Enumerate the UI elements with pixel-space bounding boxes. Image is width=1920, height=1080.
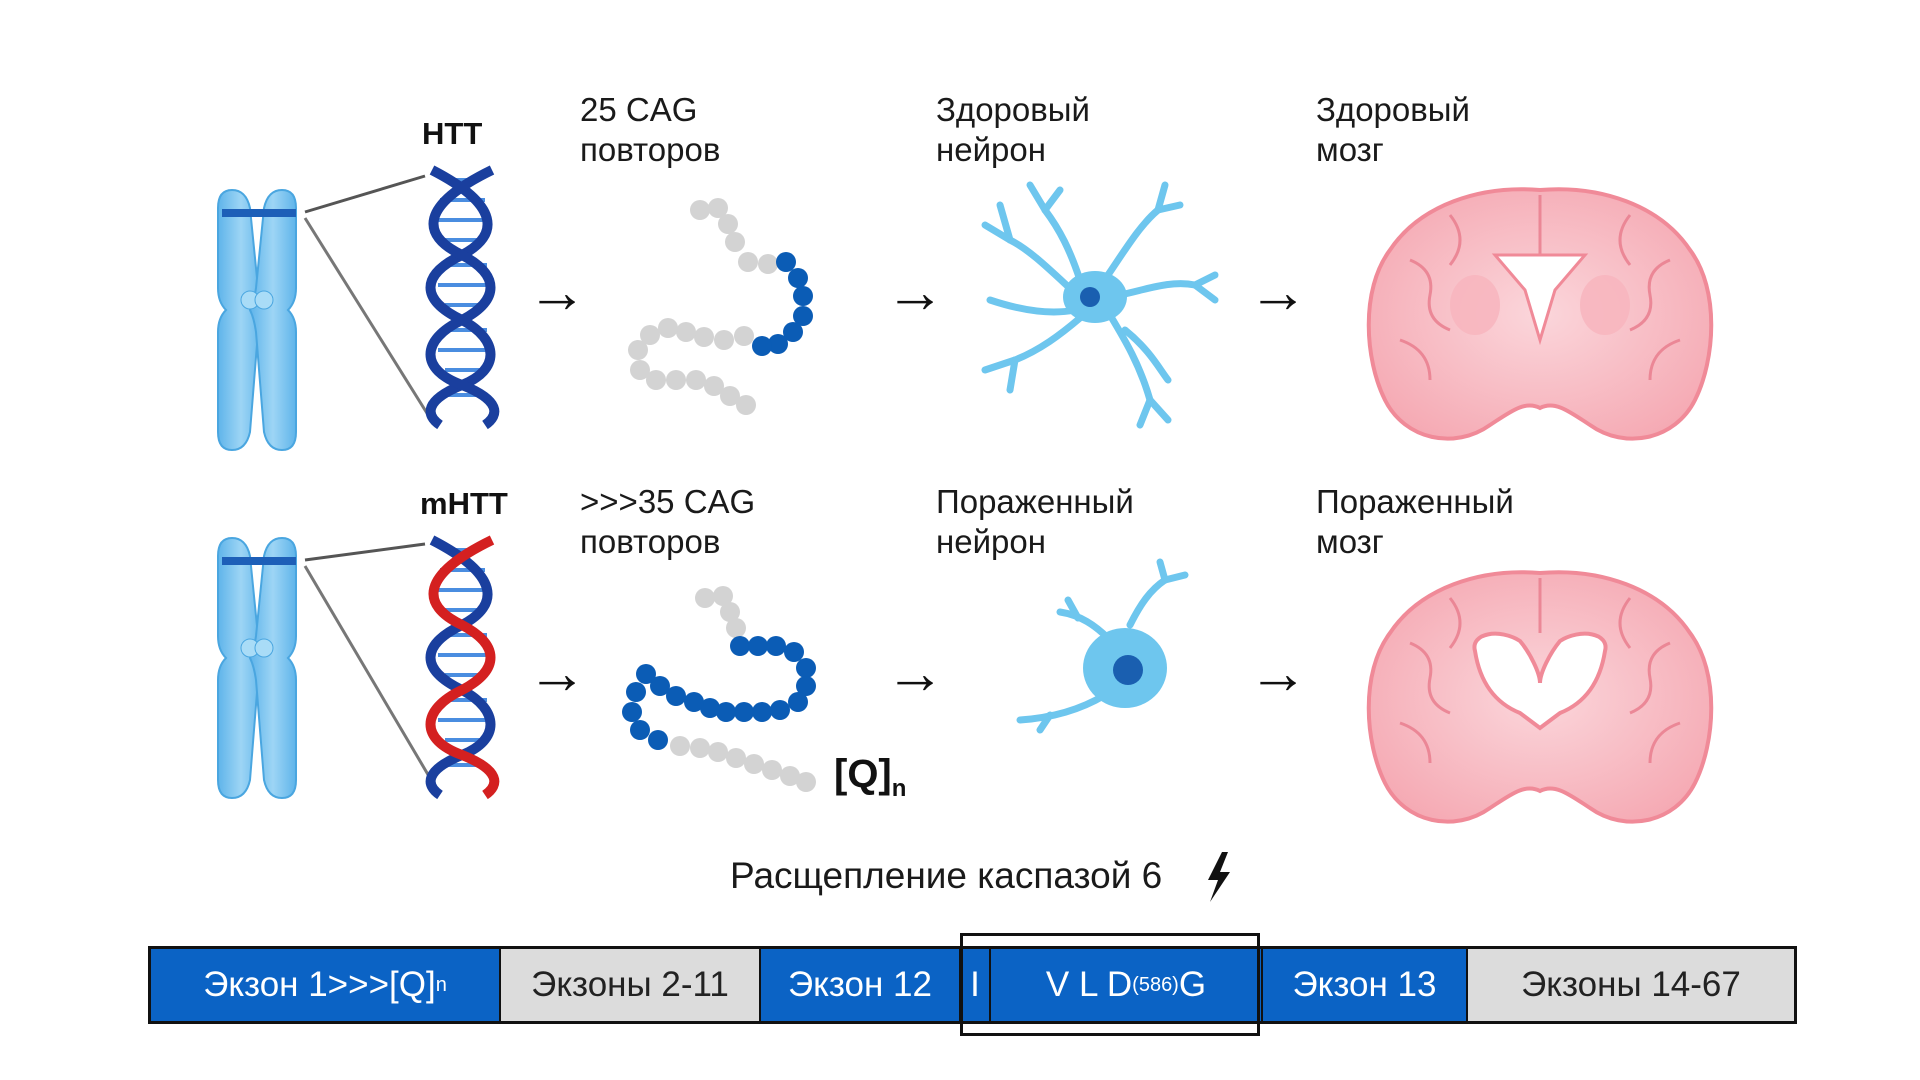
neuron-label-damaged: Пораженный нейрон	[936, 483, 1134, 560]
arrow-row1-1: →	[527, 258, 587, 325]
segment-exons-14-67: Экзоны 14-67	[1468, 949, 1794, 1021]
cleavage-site-highlight	[960, 933, 1260, 1036]
segment-divider: I	[961, 949, 991, 1021]
polyq-label: [Q]n	[834, 752, 907, 802]
arrow-row2-3: →	[1248, 639, 1308, 706]
arrow-row1-3: →	[1248, 258, 1308, 325]
repeats-label-mutant: >>>35 CAG повторов	[580, 483, 756, 560]
dna-helix-icon-bottom	[425, 535, 500, 800]
chromosome-icon-top	[217, 174, 432, 452]
segment-exon-12: Экзон 12	[761, 949, 961, 1021]
brain-icon-healthy	[1366, 187, 1714, 441]
brain-label-healthy: Здоровый мозг	[1316, 91, 1470, 168]
lightning-icon	[1208, 852, 1230, 902]
brain-icon-damaged	[1366, 570, 1714, 824]
repeats-label-healthy: 25 CAG повторов	[580, 91, 721, 168]
caspase-label: Расщепление каспазой 6	[730, 855, 1163, 896]
gene-label-mhtt: mHTT	[420, 486, 508, 521]
neuron-icon-damaged	[1016, 558, 1189, 734]
segment-exons-2-11: Экзоны 2-11	[501, 949, 761, 1021]
arrow-row1-2: →	[885, 258, 945, 325]
htt-protein-bar: Экзон 1>>>[Q]n Экзоны 2-11 Экзон 12 I V …	[148, 946, 1797, 1024]
neuron-label-healthy: Здоровый нейрон	[936, 91, 1090, 168]
arrow-row2-2: →	[885, 639, 945, 706]
gene-label-htt: HTT	[422, 116, 483, 151]
segment-cleavage-site: V L D(586) G	[991, 949, 1263, 1021]
chromosome-icon-bottom	[217, 536, 432, 800]
dna-helix-icon-top	[425, 165, 500, 430]
arrow-row2-1: →	[527, 639, 587, 706]
protein-chain-icon-top	[628, 198, 813, 415]
brain-label-damaged: Пораженный мозг	[1316, 483, 1514, 560]
segment-exon-13: Экзон 13	[1263, 949, 1468, 1021]
neuron-icon-healthy	[981, 181, 1219, 429]
protein-chain-icon-bottom	[622, 586, 816, 792]
segment-exon-1: Экзон 1>>>[Q]n	[151, 949, 501, 1021]
